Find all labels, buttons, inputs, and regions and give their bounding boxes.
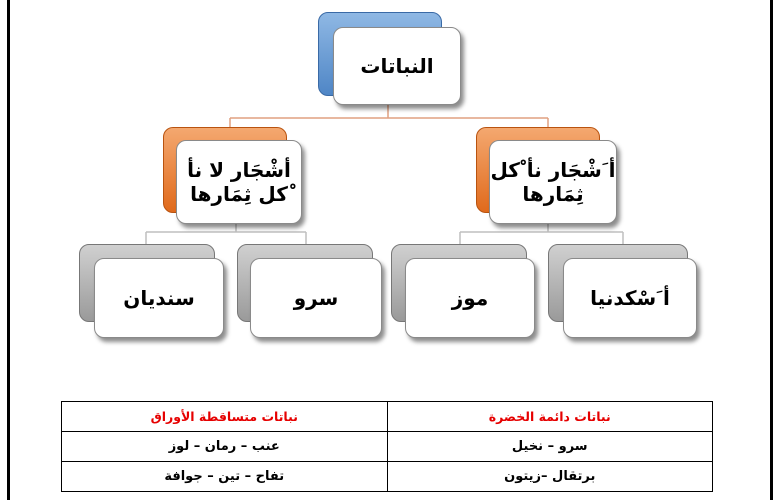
leaf-node-cypress-label: سرو [250, 258, 382, 338]
root-node-label: النباتات [333, 27, 461, 105]
table-row: برتقال –زيتون تفاح – تين – جوافة [61, 461, 713, 492]
table-cell: برتقال –زيتون [386, 461, 713, 492]
branch-node-edible-label: أ َشْجَار نأ ْكل ثِمَارها [489, 140, 617, 224]
connector-branch1-to-children [459, 222, 624, 250]
connector-root-to-branches [229, 103, 549, 140]
leaf-node-oak-label: سنديان [94, 258, 224, 338]
page-border-left [7, 0, 10, 500]
leaf-node-banana-label: موز [405, 258, 535, 338]
table-header-evergreen: نباتات دائمة الخضرة [386, 401, 713, 432]
branch-node-inedible-label: أشْجَار لا نأ ْكل ثِمَارها [176, 140, 302, 224]
leaf-node-askadinya-label: أ َسْكدنيا [563, 258, 697, 338]
table-header-row: نباتات دائمة الخضرة نباتات متساقطة الأور… [61, 401, 713, 432]
table-cell: تفاح – تين – جوافة [61, 461, 388, 492]
page-border-right [770, 0, 773, 500]
plants-table: نباتات دائمة الخضرة نباتات متساقطة الأور… [61, 401, 713, 492]
table-header-deciduous: نباتات متساقطة الأوراق [61, 401, 388, 432]
table-cell: عنب – رمان – لوز [61, 431, 388, 462]
connector-branch2-to-children [145, 222, 307, 250]
diagram-connectors [145, 103, 624, 250]
table-row: سرو – نخيل عنب – رمان – لوز [61, 431, 713, 462]
table-cell: سرو – نخيل [386, 431, 713, 462]
